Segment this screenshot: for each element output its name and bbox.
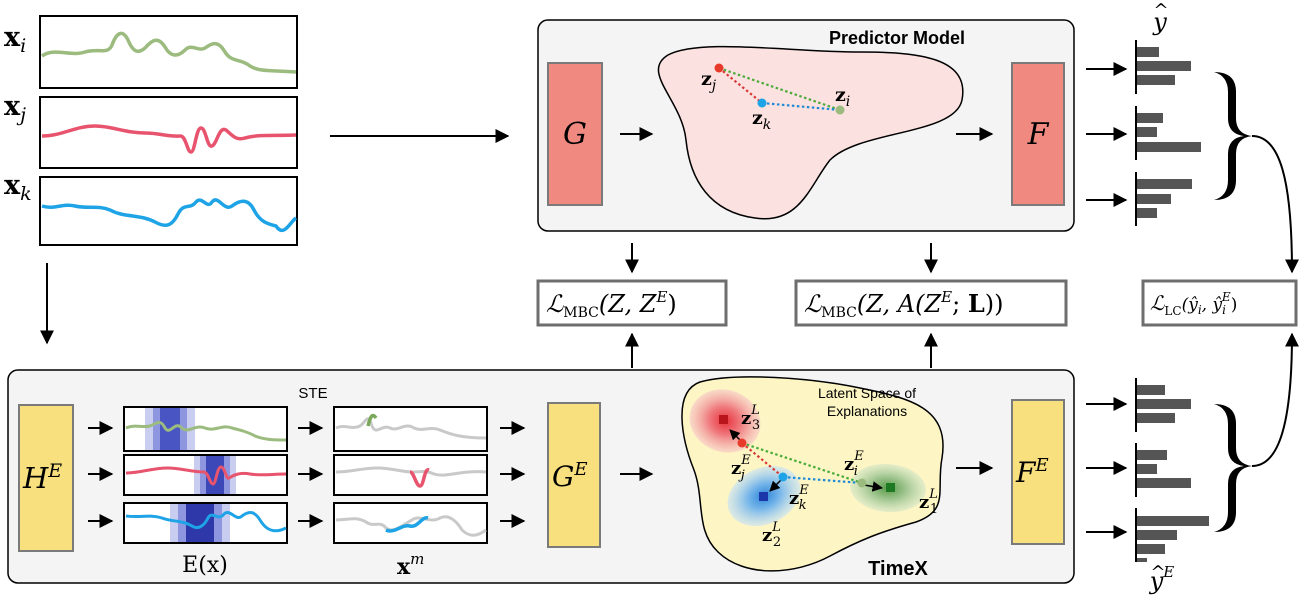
signal-xj — [41, 124, 297, 154]
bars-out-1 — [1135, 40, 1191, 94]
encoder-g-label: G — [563, 117, 587, 152]
signal-box-xj — [39, 96, 298, 169]
loss-mbc-2-text: ℒMBC(Z, A(ZE; L)) — [804, 288, 1003, 321]
dist-zk-zi — [761, 101, 841, 112]
predictor-model-panel: Predictor Model G zj zi zk F — [537, 19, 1075, 232]
encoder-g-block — [547, 62, 603, 206]
loss-mbc-2: ℒMBC(Z, A(ZE; L)) — [794, 279, 1068, 327]
exp-dist-zk-zi — [782, 475, 863, 485]
loss-lc-text: ℒLC(ŷi, ŷiE) — [1150, 290, 1237, 318]
xi-label: xi — [4, 22, 26, 57]
prototype-z3 — [719, 415, 728, 424]
point-ziE — [857, 478, 867, 488]
masked-row-2 — [333, 454, 488, 496]
input-xj: xj — [4, 91, 298, 169]
exp-dist-zj-zi — [741, 441, 863, 485]
zk-label: zk — [752, 107, 771, 133]
decoder-f-label: F — [1027, 117, 1050, 152]
predictor-title: Predictor Model — [829, 28, 965, 48]
bars-out-3 — [1135, 172, 1192, 226]
point-zj — [714, 63, 724, 73]
arrow-zk-to-z2 — [769, 478, 783, 492]
arrow-zi-to-z1 — [863, 481, 884, 492]
mask-row-1 — [123, 406, 288, 452]
arrow-zj-to-z3 — [729, 429, 742, 442]
ste-label: STE — [298, 385, 327, 402]
ge-label: GE — [552, 459, 588, 493]
signal-xi — [41, 31, 297, 74]
masked-row-3 — [333, 502, 488, 544]
xj-label: xj — [4, 91, 26, 126]
signal-xk — [41, 198, 298, 233]
mask-row-3 — [123, 502, 288, 544]
zj-label: zj — [701, 68, 717, 94]
zi-label: zi — [835, 84, 850, 110]
timex-title: TimeX — [868, 558, 928, 580]
xm-label: xm — [397, 550, 424, 580]
yhat-hat: ^ — [1153, 0, 1168, 21]
xk-label: xk — [4, 170, 32, 205]
prototype-z2 — [759, 492, 768, 501]
yhat-label: y — [1152, 8, 1167, 36]
fe-label: FE — [1015, 455, 1049, 489]
input-xk: xk — [4, 170, 298, 246]
latent-title-2: Explanations — [827, 403, 907, 419]
brace-top — [1214, 72, 1252, 200]
bars-outE-1 — [1135, 378, 1191, 432]
bars-outE-3 — [1135, 508, 1209, 562]
point-zjE — [737, 438, 747, 448]
loss-mbc-1-text: ℒMBC(Z, ZE) — [546, 288, 677, 321]
mask-row-2 — [123, 454, 288, 496]
loss-lc: ℒLC(ŷi, ŷiE) — [1141, 279, 1298, 327]
timex-panel: TimeX STE HE E(x) — [7, 369, 1075, 584]
arrow-yhat-to-lc — [1251, 135, 1299, 274]
bars-outE-2 — [1135, 443, 1191, 497]
prototype-z1 — [886, 483, 895, 492]
brace-bottom — [1214, 404, 1252, 532]
point-zi — [835, 105, 845, 115]
signal-box-xk — [39, 176, 298, 246]
he-block — [18, 404, 74, 552]
decoder-f-block — [1011, 62, 1065, 206]
yhatE-hat: ^ — [1150, 562, 1165, 583]
latent-title-1: Latent Space of — [818, 385, 916, 401]
yhatE-label: yE — [1149, 563, 1175, 595]
predictor-latent-blob — [657, 45, 964, 220]
loss-mbc-1: ℒMBC(Z, ZE) — [536, 279, 728, 327]
masked-row-1 — [333, 406, 488, 452]
point-zk — [757, 98, 767, 108]
predictor-outputs: y ^ — [1086, 0, 1252, 226]
timex-outputs: yE ^ — [1086, 378, 1252, 595]
bars-out-2 — [1135, 106, 1201, 160]
fe-block — [1011, 399, 1065, 545]
arrow-yhatE-to-lc — [1251, 332, 1299, 467]
dist-zj-zi — [718, 66, 841, 112]
dist-zj-zk — [718, 67, 763, 104]
ge-block — [547, 402, 601, 548]
exp-dist-zj-zk — [741, 442, 784, 478]
he-label: HE — [22, 460, 62, 495]
input-xi: xi — [4, 15, 298, 89]
point-zkE — [778, 472, 788, 482]
ex-label: E(x) — [182, 553, 228, 578]
